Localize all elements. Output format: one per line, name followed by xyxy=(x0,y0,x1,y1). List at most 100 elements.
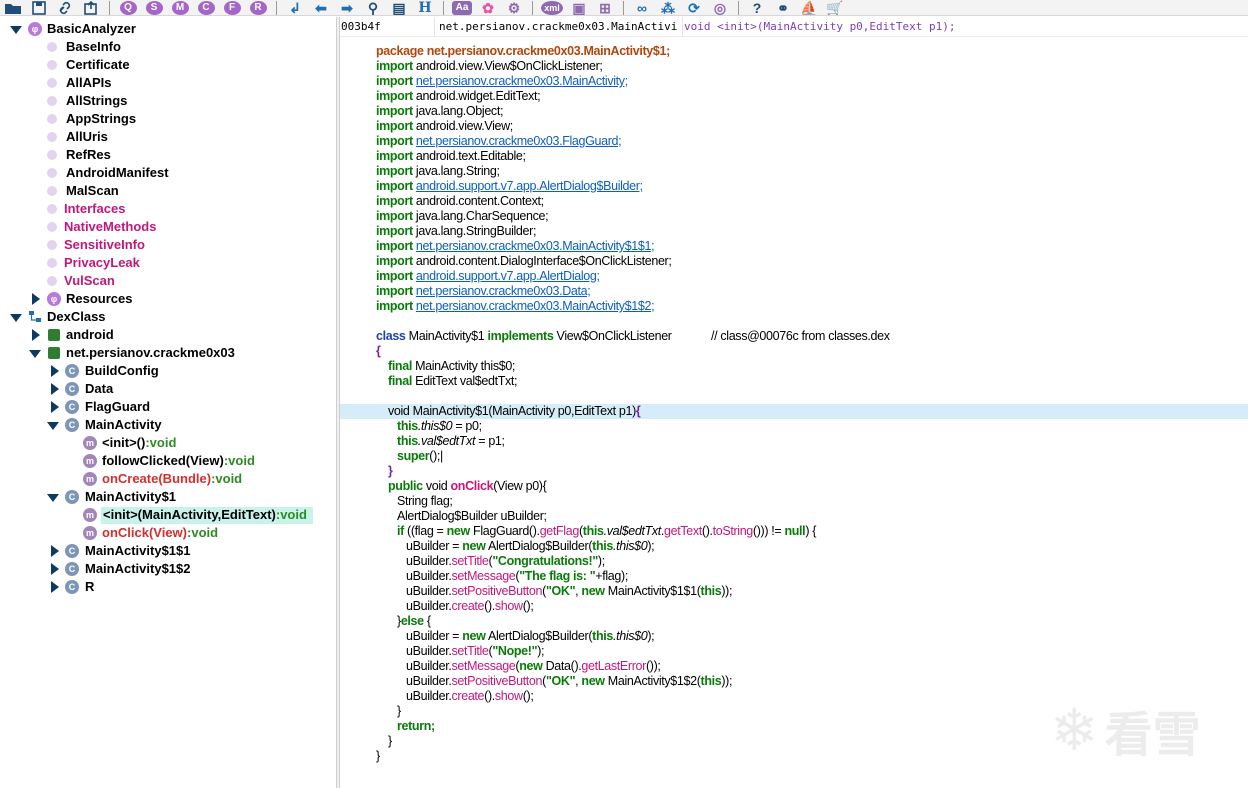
code-token[interactable]: net.persianov.crackme0x03.Data; xyxy=(415,284,591,298)
fingerprint-icon[interactable]: ◎ xyxy=(713,0,727,16)
tree-row[interactable]: AllUris xyxy=(0,128,336,146)
tree-row[interactable]: SensitiveInfo xyxy=(0,236,336,254)
ship-icon[interactable]: ⛵ xyxy=(800,0,818,16)
code-token: setTitle xyxy=(451,554,489,568)
code-token: ( xyxy=(488,554,493,568)
tree-item-androidmanifest-label: AndroidManifest xyxy=(66,165,169,180)
code-line: uBuilder.setTitle("Nope!"); xyxy=(340,644,1248,659)
forward-arrow-icon[interactable]: ➡ xyxy=(341,0,353,16)
cart-icon[interactable]: 🛒 xyxy=(826,0,844,16)
jump-icon[interactable]: ↲ xyxy=(289,0,301,16)
settings-icon[interactable]: ⚙ xyxy=(507,0,521,16)
code-token[interactable]: android.support.v7.app.AlertDialog; xyxy=(415,269,600,283)
search-q-icon[interactable]: Q xyxy=(118,0,138,15)
help-icon[interactable]: ? xyxy=(752,0,762,16)
tree-row[interactable]: m<init>(MainActivity,EditText):void xyxy=(0,506,336,524)
binoculars-icon[interactable]: ⚭ xyxy=(777,0,789,16)
expand-arrow-icon[interactable] xyxy=(47,422,59,430)
tree-row[interactable]: AllStrings xyxy=(0,92,336,110)
code-token[interactable]: net.persianov.crackme0x03.MainActivity$1… xyxy=(415,299,655,313)
expand-arrow-icon[interactable] xyxy=(47,494,59,502)
collapse-arrow-icon[interactable] xyxy=(51,545,59,557)
open-folder-icon[interactable] xyxy=(3,0,23,15)
android-icon[interactable]: ▣ xyxy=(572,0,586,16)
search-r-icon[interactable]: R xyxy=(248,0,268,15)
back-arrow-icon[interactable]: ⬅ xyxy=(315,0,327,16)
expand-arrow-icon[interactable] xyxy=(10,314,22,322)
tree-row[interactable]: net.persianov.crackme0x03 xyxy=(0,344,336,362)
code-token[interactable]: net.persianov.crackme0x03.FlagGuard; xyxy=(415,134,622,148)
expand-arrow-icon[interactable] xyxy=(10,26,22,34)
tree-row[interactable]: android xyxy=(0,326,336,344)
search-f-icon[interactable]: F xyxy=(222,0,242,15)
code-token: void MainActivity$1(MainActivity p0,Edit… xyxy=(388,404,636,418)
tree-row[interactable]: AndroidManifest xyxy=(0,164,336,182)
tree-row[interactable]: m<init>():void xyxy=(0,434,336,452)
tree-row[interactable]: AppStrings xyxy=(0,110,336,128)
code-token: ((flag = xyxy=(403,524,447,538)
tree-row[interactable]: RefRes xyxy=(0,146,336,164)
bookmark-icon[interactable]: ▤ xyxy=(392,0,406,16)
tree-row[interactable]: DexClass xyxy=(0,308,336,326)
font-size-icon[interactable]: Aa xyxy=(452,0,472,15)
windows-icon[interactable]: ⊞ xyxy=(599,0,611,16)
search-c-icon[interactable]: C xyxy=(196,0,216,15)
code-token: } xyxy=(397,614,401,628)
collapse-arrow-icon[interactable] xyxy=(51,563,59,575)
tree-label-text: AllAPIs xyxy=(66,75,112,90)
code-token[interactable]: android.support.v7.app.AlertDialog$Build… xyxy=(415,179,643,193)
tree-row[interactable]: Certificate xyxy=(0,56,336,74)
code-line: import android.support.v7.app.AlertDialo… xyxy=(340,179,1248,194)
tree-row[interactable]: NativeMethods xyxy=(0,218,336,236)
tree-label-text: DexClass xyxy=(47,309,106,324)
code-token[interactable]: net.persianov.crackme0x03.MainActivity$1… xyxy=(415,239,655,253)
collapse-arrow-icon[interactable] xyxy=(51,383,59,395)
collapse-arrow-icon[interactable] xyxy=(51,401,59,413)
code-token: import xyxy=(376,284,413,298)
search-s-icon[interactable]: S xyxy=(144,0,164,15)
infinity-icon[interactable]: ∞ xyxy=(637,0,647,16)
collapse-arrow-icon[interactable] xyxy=(51,581,59,593)
tree-row[interactable]: AllAPIs xyxy=(0,74,336,92)
expand-arrow-icon[interactable] xyxy=(29,350,41,358)
tree-row[interactable]: Interfaces xyxy=(0,200,336,218)
hex-h-icon[interactable]: H xyxy=(418,0,432,16)
save-icon[interactable] xyxy=(29,0,49,15)
search-m-icon[interactable]: M xyxy=(170,0,190,15)
code-token: ( xyxy=(515,659,520,673)
tree-row[interactable]: BaseInfo xyxy=(0,38,336,56)
code-token[interactable]: net.persianov.crackme0x03.MainActivity; xyxy=(415,74,628,88)
code-editor[interactable]: package net.persianov.crackme0x03.MainAc… xyxy=(340,38,1248,788)
collapse-arrow-icon[interactable] xyxy=(32,293,40,305)
tree-row[interactable]: VulScan xyxy=(0,272,336,290)
export-icon[interactable] xyxy=(81,0,101,15)
code-token: .this$0 xyxy=(612,629,648,643)
panel-splitter[interactable] xyxy=(336,17,340,788)
palette-icon[interactable]: ✿ xyxy=(482,0,494,16)
code-token: final xyxy=(388,374,412,388)
location-icon[interactable]: ⚲ xyxy=(367,0,379,16)
bullet-icon xyxy=(47,42,57,52)
sync-icon[interactable]: ⟳ xyxy=(688,0,700,16)
xml-icon[interactable]: xml xyxy=(541,0,563,15)
collapse-arrow-icon[interactable] xyxy=(51,365,59,377)
bullet-icon xyxy=(47,150,57,160)
collapse-arrow-icon[interactable] xyxy=(32,329,40,341)
nodes-icon[interactable]: ⁂ xyxy=(661,0,675,16)
link-icon[interactable] xyxy=(55,0,75,15)
tree-row[interactable]: MalScan xyxy=(0,182,336,200)
tree-row[interactable]: PrivacyLeak xyxy=(0,254,336,272)
